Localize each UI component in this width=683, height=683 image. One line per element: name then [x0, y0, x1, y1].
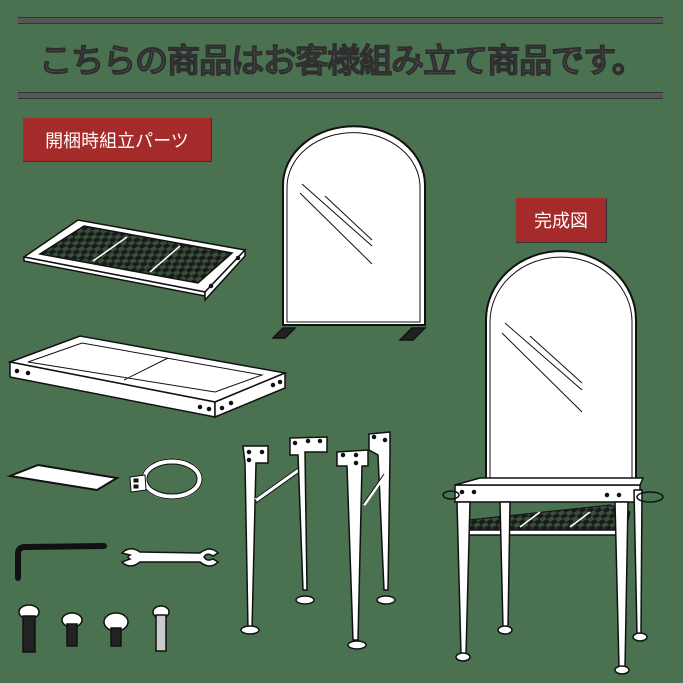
base-frame-part [7, 335, 288, 419]
hex-key-part [15, 543, 107, 581]
assembled-unit [442, 250, 664, 675]
parts-label: 開梱時組立パーツ [23, 118, 212, 162]
legs-part [240, 431, 396, 650]
bolts-part [18, 604, 170, 653]
bottom-rule [18, 92, 663, 99]
ring-holder-part [129, 458, 203, 500]
plate-part [6, 463, 120, 492]
page-headline: こちらの商品はお客様組み立て商品です。 [39, 41, 646, 81]
top-rule [18, 17, 663, 24]
spanner-part [120, 548, 220, 567]
completed-label: 完成図 [516, 198, 607, 243]
mesh-shelf-part [22, 219, 247, 302]
mirror-part [271, 125, 427, 341]
